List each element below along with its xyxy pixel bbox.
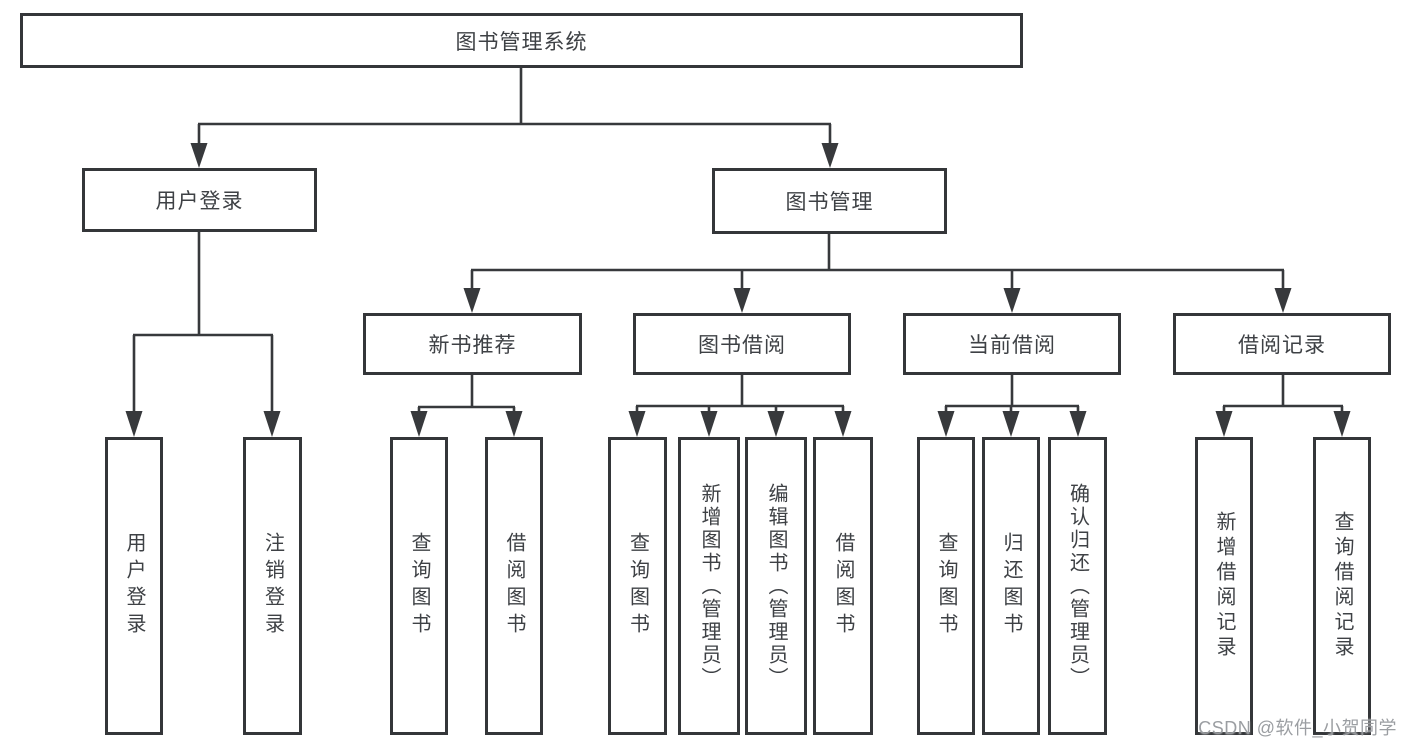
node-label: 新书推荐 [428, 334, 517, 357]
leaf-query-books-3: 查询图书 [917, 437, 975, 735]
node-label: 借阅图书 [832, 532, 854, 640]
node-label: 用户登录 [123, 532, 145, 640]
node-current-borrowing: 当前借阅 [903, 313, 1121, 375]
node-label: 借阅图书 [503, 532, 525, 640]
arrowhead [1003, 288, 1021, 313]
node-borrowing-records: 借阅记录 [1173, 313, 1391, 375]
leaf-query-borrow-record: 查询借阅记录 [1313, 437, 1371, 735]
connector-current-borrow-to-leaves [944, 375, 1080, 415]
node-user-login: 用户登录 [82, 168, 317, 232]
node-label: 查询借阅记录 [1331, 511, 1353, 661]
leaf-borrow-books-1: 借阅图书 [485, 437, 543, 735]
arrowheads [125, 143, 1351, 437]
leaf-add-borrow-record: 新增借阅记录 [1195, 437, 1253, 735]
arrowhead [1215, 411, 1233, 437]
arrowhead [190, 143, 208, 168]
node-book-management: 图书管理 [712, 168, 947, 234]
node-label: 编辑图书（管理员） [765, 482, 787, 690]
leaf-query-books-1: 查询图书 [390, 437, 448, 735]
leaf-add-book-admin: 新增图书（管理员） [678, 437, 740, 735]
connector-borrow-records-to-leaves [1222, 375, 1344, 415]
node-label: 图书管理 [785, 191, 874, 214]
leaf-edit-book-admin: 编辑图书（管理员） [745, 437, 807, 735]
node-book-borrowing: 图书借阅 [633, 313, 851, 375]
node-label: 新增借阅记录 [1213, 511, 1235, 661]
node-label: 查询图书 [935, 532, 957, 640]
arrowhead [263, 411, 281, 437]
arrowhead [1002, 411, 1020, 437]
arrowhead [463, 288, 481, 313]
leaf-user-login: 用户登录 [105, 437, 163, 735]
arrowhead [628, 411, 646, 437]
connector-book-mgmt-to-level3 [470, 234, 1285, 292]
connector-paths [132, 68, 1344, 415]
arrowhead [937, 411, 955, 437]
connector-new-book-rec-to-leaves [417, 375, 516, 415]
arrowhead [733, 288, 751, 313]
connector-book-borrow-to-leaves [635, 375, 845, 415]
node-label: 用户登录 [155, 190, 244, 213]
node-label: 查询图书 [626, 532, 649, 640]
node-label: 图书管理系统 [455, 30, 588, 54]
leaf-logout: 注销登录 [243, 437, 302, 735]
csdn-watermark: CSDN @软件_小贺同学 [1198, 718, 1397, 738]
node-label: 注销登录 [261, 532, 284, 640]
node-label: 借阅记录 [1238, 334, 1326, 357]
node-label: 归还图书 [1000, 532, 1022, 640]
node-label: 确认归还（管理员） [1066, 482, 1089, 690]
connector-user-login-to-leaves [132, 232, 274, 415]
node-label: 图书借阅 [698, 334, 786, 357]
arrowhead [834, 411, 852, 437]
arrowhead [1069, 411, 1087, 437]
arrowhead [410, 411, 428, 437]
arrowhead [767, 411, 785, 437]
arrowhead [700, 411, 718, 437]
leaf-return-books: 归还图书 [982, 437, 1040, 735]
leaf-borrow-books-2: 借阅图书 [813, 437, 873, 735]
arrowhead [821, 143, 839, 168]
arrowhead [505, 411, 523, 437]
node-root-library-management-system: 图书管理系统 [20, 13, 1023, 68]
arrowhead [125, 411, 143, 437]
node-new-book-recommendation: 新书推荐 [363, 313, 582, 375]
node-label: 查询图书 [408, 532, 430, 640]
leaf-query-books-2: 查询图书 [608, 437, 667, 735]
node-label: 新增图书（管理员） [698, 482, 720, 690]
node-label: 当前借阅 [968, 334, 1056, 357]
arrowhead [1274, 288, 1292, 313]
leaf-confirm-return-admin: 确认归还（管理员） [1048, 437, 1107, 735]
arrowhead [1333, 411, 1351, 437]
connector-root-to-level2 [197, 68, 832, 147]
